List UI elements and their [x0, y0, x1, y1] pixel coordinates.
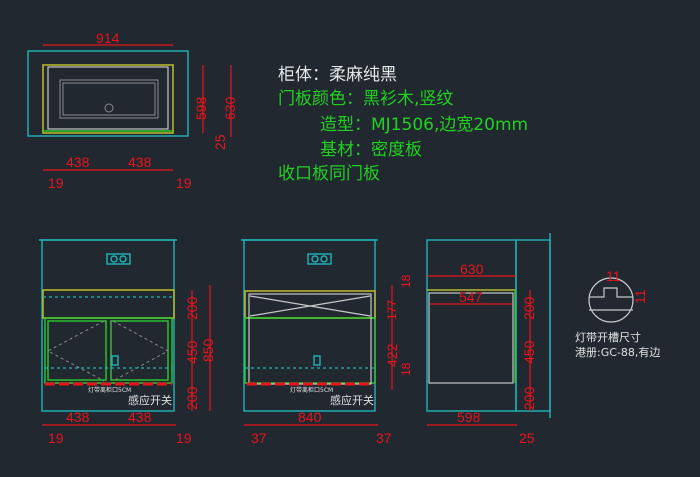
dim-edge-right: 19	[176, 175, 192, 191]
countertop-outline	[27, 50, 189, 137]
dim-door-left: 438	[66, 154, 90, 170]
door-right	[110, 320, 169, 381]
note-edge-panel: 收口板同门板	[278, 164, 380, 184]
faucet-knob	[110, 255, 118, 263]
door-swing	[112, 320, 170, 382]
dim-upper: 200	[521, 296, 537, 320]
sensor-label: 感应开关	[330, 393, 374, 407]
sensor-label: 感应开关	[128, 393, 172, 407]
note-door-style: 造型：MJ1506,边宽20mm	[320, 115, 528, 135]
dim-offset: 25	[519, 430, 535, 446]
dim-door-left: 438	[66, 409, 90, 425]
sensor-switch-icon	[313, 355, 321, 366]
cabinet-outline	[42, 64, 174, 134]
dim-lower: 200	[184, 386, 200, 410]
dim-depth-total: 630	[222, 96, 238, 120]
top-view: 914 598 630 25 438 438 19 19	[27, 30, 238, 191]
dim-depth-total: 630	[460, 261, 484, 277]
dim-door-right: 438	[128, 409, 152, 425]
dim-edge-left: 37	[251, 430, 267, 446]
dim-edge-left: 19	[48, 175, 64, 191]
dim-total-height: 850	[200, 338, 216, 362]
door-swing	[46, 320, 105, 382]
detail-circle	[588, 277, 634, 323]
faucet-icon	[106, 253, 131, 265]
dim-offset: 25	[212, 134, 228, 150]
dim-bottom-gap: 18	[399, 362, 413, 376]
door-left	[47, 320, 107, 381]
detail-model: 港册:GC-88,有边	[575, 345, 660, 359]
groove-detail: 11 11 灯带开槽尺寸 港册:GC-88,有边	[575, 268, 660, 359]
side-view: 630 547 200 450 200 598 25	[426, 233, 551, 446]
sink-outer	[59, 79, 159, 119]
drawer-front	[244, 317, 376, 384]
led-note: 灯带离柜口5CM	[88, 386, 131, 394]
front-view-drawer: 灯带离柜口5CM 感应开关 18 177 422 18 840 37 37	[241, 239, 413, 446]
faucet-knob	[320, 255, 328, 263]
dim-lower: 200	[521, 386, 537, 410]
dim-depth-inner: 598	[193, 96, 209, 120]
dim-door-right: 438	[128, 154, 152, 170]
groove-profile	[589, 287, 633, 298]
dim-width: 914	[96, 30, 120, 46]
dim-width: 840	[298, 409, 322, 425]
drawer-cross	[249, 295, 371, 317]
dim-groove-width: 11	[606, 268, 621, 284]
dim-groove-depth: 11	[632, 289, 648, 304]
dim-edge-left: 19	[48, 430, 64, 446]
dim-middle: 450	[184, 340, 200, 364]
drawer-box	[248, 293, 372, 385]
faucet-knob	[119, 255, 127, 263]
sink-inner	[62, 82, 156, 116]
spec-notes: 柜体：柔麻纯黑 门板颜色：黑衫木,竖纹 造型：MJ1506,边宽20mm 基材：…	[278, 65, 528, 184]
detail-title: 灯带开槽尺寸	[575, 330, 641, 344]
front-view-doors: 灯带离柜口5CM 感应开关 200 450 200 850 438 438 19…	[39, 239, 216, 446]
dim-edge-right: 19	[176, 430, 192, 446]
drain-icon	[104, 103, 114, 113]
faucet-icon	[307, 253, 332, 265]
wall-outline	[41, 239, 175, 412]
dim-top-gap: 18	[399, 274, 413, 288]
note-cabinet-body: 柜体：柔麻纯黑	[278, 65, 397, 85]
dim-depth-inner: 547	[459, 289, 483, 305]
wall-outline	[515, 239, 551, 412]
faucet-knob	[311, 255, 319, 263]
note-base-material: 基材：密度板	[320, 140, 422, 160]
sensor-switch-icon	[111, 355, 119, 366]
drawer-box	[428, 292, 514, 384]
dim-upper: 200	[184, 296, 200, 320]
door-frame	[44, 317, 173, 384]
countertop-band	[42, 289, 175, 319]
dim-drawer-body: 422	[384, 343, 400, 367]
dim-drawer-top: 177	[385, 300, 399, 320]
dim-edge-right: 37	[376, 430, 392, 446]
dim-middle: 450	[521, 340, 537, 364]
led-note: 灯带离柜口5CM	[290, 386, 333, 394]
note-door-color: 门板颜色：黑衫木,竖纹	[278, 89, 453, 109]
dim-depth: 598	[457, 409, 481, 425]
basin-rim	[47, 66, 169, 130]
